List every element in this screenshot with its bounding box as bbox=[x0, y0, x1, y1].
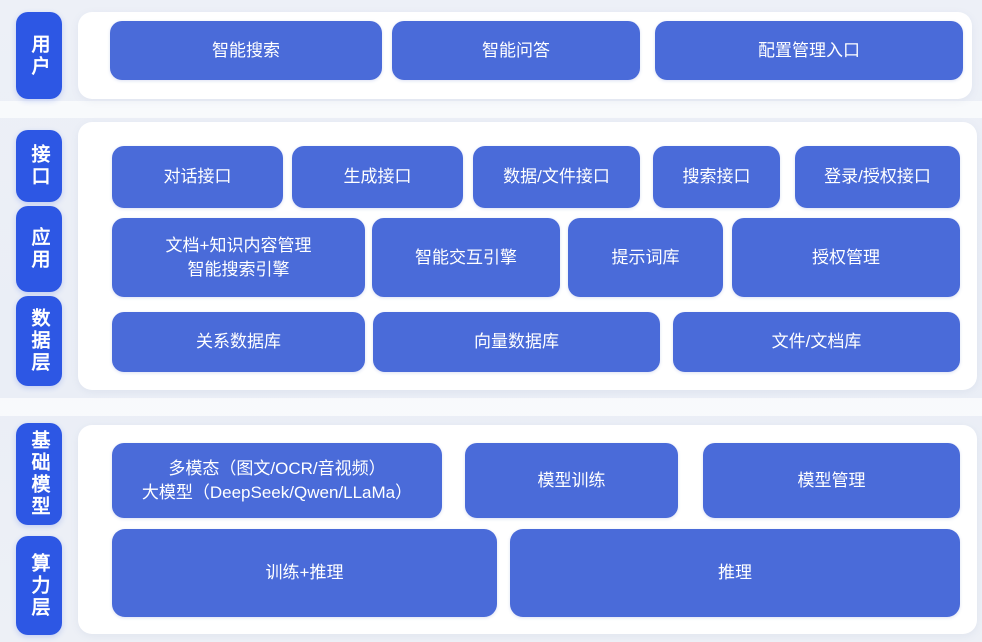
btn-prompt-library: 提示词库 bbox=[568, 218, 723, 297]
btn-doc-knowledge-search-engine: 文档+知识内容管理 智能搜索引擎 bbox=[112, 218, 365, 297]
tab-user: 用户 bbox=[16, 12, 62, 99]
btn-smart-qa: 智能问答 bbox=[392, 21, 640, 80]
separator-band-bottom bbox=[0, 398, 982, 416]
btn-data-file-api: 数据/文件接口 bbox=[473, 146, 640, 208]
btn-interactive-engine: 智能交互引擎 bbox=[372, 218, 560, 297]
btn-model-management: 模型管理 bbox=[703, 443, 960, 518]
btn-vector-db: 向量数据库 bbox=[373, 312, 660, 372]
tab-foundation-model: 基础模型 bbox=[16, 423, 62, 525]
btn-inference: 推理 bbox=[510, 529, 960, 617]
card-middle-layers: 对话接口 生成接口 数据/文件接口 搜索接口 登录/授权接口 文档+知识内容管理… bbox=[78, 122, 977, 390]
tab-compute-layer-label: 算力层 bbox=[28, 552, 50, 619]
btn-login-auth-api: 登录/授权接口 bbox=[795, 146, 960, 208]
tab-application: 应用 bbox=[16, 206, 62, 292]
tab-data-layer: 数据层 bbox=[16, 296, 62, 386]
btn-relational-db: 关系数据库 bbox=[112, 312, 365, 372]
tab-compute-layer: 算力层 bbox=[16, 536, 62, 635]
tab-user-label: 用户 bbox=[28, 33, 50, 78]
tab-application-label: 应用 bbox=[28, 227, 50, 271]
btn-smart-search: 智能搜索 bbox=[110, 21, 382, 80]
btn-model-training: 模型训练 bbox=[465, 443, 678, 518]
btn-multimodal-llm: 多模态（图文/OCR/音视频） 大模型（DeepSeek/Qwen/LLaMa） bbox=[112, 443, 442, 518]
btn-training-inference: 训练+推理 bbox=[112, 529, 497, 617]
tab-interface-label: 接口 bbox=[28, 144, 50, 188]
btn-generation-api: 生成接口 bbox=[292, 146, 463, 208]
btn-config-management-entry: 配置管理入口 bbox=[655, 21, 963, 80]
btn-auth-management: 授权管理 bbox=[732, 218, 960, 297]
card-user-layer: 智能搜索 智能问答 配置管理入口 bbox=[78, 12, 972, 99]
tab-interface: 接口 bbox=[16, 130, 62, 202]
separator-band-top bbox=[0, 101, 982, 118]
card-bottom-layers: 多模态（图文/OCR/音视频） 大模型（DeepSeek/Qwen/LLaMa）… bbox=[78, 425, 977, 634]
tab-foundation-model-label: 基础模型 bbox=[28, 430, 50, 518]
tab-data-layer-label: 数据层 bbox=[28, 308, 50, 374]
btn-search-api: 搜索接口 bbox=[653, 146, 780, 208]
btn-dialog-api: 对话接口 bbox=[112, 146, 283, 208]
btn-file-doc-store: 文件/文档库 bbox=[673, 312, 960, 372]
